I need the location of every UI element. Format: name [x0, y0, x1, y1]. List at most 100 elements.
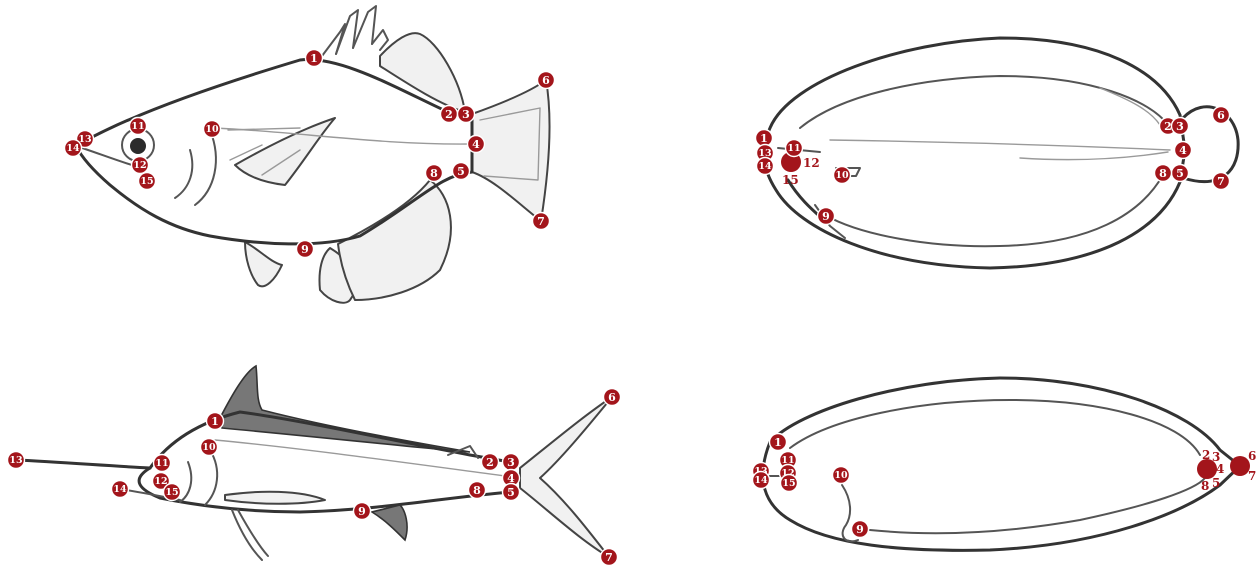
- tongue-sole-landmarks: 191011121314152348567: [753, 434, 1257, 538]
- landmark-marker-9: 9: [818, 208, 835, 225]
- landmark-number: 10: [834, 470, 848, 481]
- landmark-label: 8: [1201, 479, 1209, 493]
- landmark-number: 3: [462, 108, 470, 121]
- landmark-marker-6: 6: [538, 72, 555, 89]
- landmark-number: 12: [154, 476, 167, 487]
- landmark-number: 5: [457, 165, 465, 178]
- landmark-number: 2: [486, 456, 494, 469]
- landmark-marker-7: 7: [1213, 173, 1230, 190]
- landmark-number: 14: [754, 475, 768, 486]
- landmark-marker-1: 1: [770, 434, 787, 451]
- landmark-label: 7: [1248, 469, 1256, 483]
- landmark-number: 14: [113, 484, 127, 495]
- landmark-number: 9: [301, 243, 309, 256]
- landmark-label: 2: [1202, 448, 1210, 462]
- landmark-number: 7: [1217, 175, 1225, 188]
- landmark-marker-6: 6: [1213, 107, 1230, 124]
- landmark-marker-2: 2: [441, 106, 458, 123]
- landmark-marker-15: 15: [781, 475, 798, 492]
- landmark-label: 6: [1248, 449, 1256, 463]
- landmark-number: 1: [774, 436, 782, 449]
- landmark-marker-1: 1: [207, 413, 224, 430]
- landmark-number: 3: [507, 456, 515, 469]
- landmark-marker-4: 4: [1175, 142, 1192, 159]
- landmark-marker-11: 11: [130, 118, 147, 135]
- landmark-marker-13: 13: [8, 452, 25, 469]
- landmark-number: 15: [140, 176, 153, 187]
- landmark-number: 4: [1179, 144, 1187, 157]
- tongue-sole-drawing: [760, 378, 1240, 550]
- marlin-drawing: [16, 366, 612, 560]
- flatfish-oval-landmarks: 123456789101113141215: [756, 107, 1230, 225]
- landmark-label: 12: [803, 156, 820, 170]
- landmark-number: 1: [211, 415, 219, 428]
- landmark-marker-15: 15: [139, 173, 156, 190]
- landmark-marker-10: 10: [834, 167, 851, 184]
- landmark-marker-8: 8: [1155, 165, 1172, 182]
- landmark-number: 15: [782, 478, 795, 489]
- landmark-marker-6: 6: [604, 389, 621, 406]
- landmark-marker-5: 5: [503, 484, 520, 501]
- landmark-number: 7: [605, 551, 613, 564]
- landmark-number: 9: [358, 505, 366, 518]
- landmark-marker-4: 4: [468, 136, 485, 153]
- landmark-marker-9: 9: [297, 241, 314, 258]
- landmark-number: 2: [445, 108, 453, 121]
- landmark-number: 8: [473, 484, 481, 497]
- landmark-marker-14: 14: [753, 472, 770, 489]
- landmark-number: 4: [472, 138, 480, 151]
- landmark-number: 5: [1176, 167, 1184, 180]
- landmark-number: 6: [1217, 109, 1225, 122]
- landmark-marker-7: 7: [601, 549, 618, 566]
- landmark-marker-14: 14: [757, 158, 774, 175]
- landmark-number: 7: [537, 215, 545, 228]
- landmark-marker-5: 5: [453, 163, 470, 180]
- landmark-number: 11: [131, 121, 144, 132]
- landmark-marker-5: 5: [1172, 165, 1189, 182]
- landmark-number: 12: [133, 160, 146, 171]
- landmark-number: 1: [760, 132, 768, 145]
- flatfish-oval-drawing: [764, 38, 1238, 268]
- landmark-label: 15: [782, 173, 799, 187]
- landmark-number: 9: [856, 523, 864, 536]
- landmark-number: 2: [1164, 120, 1172, 133]
- landmark-marker-3: 3: [503, 454, 520, 471]
- landmark-number: 8: [1159, 167, 1167, 180]
- landmark-number: 3: [1176, 120, 1184, 133]
- landmark-cluster-dot: [1230, 456, 1250, 476]
- landmark-number: 8: [430, 167, 438, 180]
- landmark-marker-11: 11: [786, 140, 803, 157]
- landmark-number: 6: [608, 391, 616, 404]
- landmark-number: 11: [787, 143, 800, 154]
- landmark-marker-12: 12: [132, 157, 149, 174]
- landmark-marker-15: 15: [164, 484, 181, 501]
- landmark-marker-11: 11: [154, 455, 171, 472]
- landmark-label: 4: [1216, 462, 1224, 476]
- landmark-marker-1: 1: [306, 50, 323, 67]
- landmark-marker-9: 9: [852, 521, 869, 538]
- landmark-number: 9: [822, 210, 830, 223]
- landmark-number: 1: [310, 52, 318, 65]
- landmark-marker-8: 8: [426, 165, 443, 182]
- landmark-marker-3: 3: [458, 106, 475, 123]
- landmark-number: 10: [835, 170, 849, 181]
- landmark-marker-9: 9: [354, 503, 371, 520]
- landmark-number: 14: [66, 143, 80, 154]
- landmark-marker-8: 8: [469, 482, 486, 499]
- landmark-marker-10: 10: [201, 439, 218, 456]
- landmark-number: 6: [542, 74, 550, 87]
- landmark-marker-10: 10: [833, 467, 850, 484]
- landmark-marker-14: 14: [112, 481, 129, 498]
- landmark-number: 13: [9, 455, 22, 466]
- landmark-number: 10: [202, 442, 216, 453]
- landmark-number: 10: [205, 124, 219, 135]
- landmark-marker-10: 10: [204, 121, 221, 138]
- landmark-number: 14: [758, 161, 772, 172]
- landmark-marker-7: 7: [533, 213, 550, 230]
- landmark-number: 11: [155, 458, 168, 469]
- eye-icon: [130, 138, 146, 154]
- landmark-marker-2: 2: [482, 454, 499, 471]
- landmark-marker-3: 3: [1172, 118, 1189, 135]
